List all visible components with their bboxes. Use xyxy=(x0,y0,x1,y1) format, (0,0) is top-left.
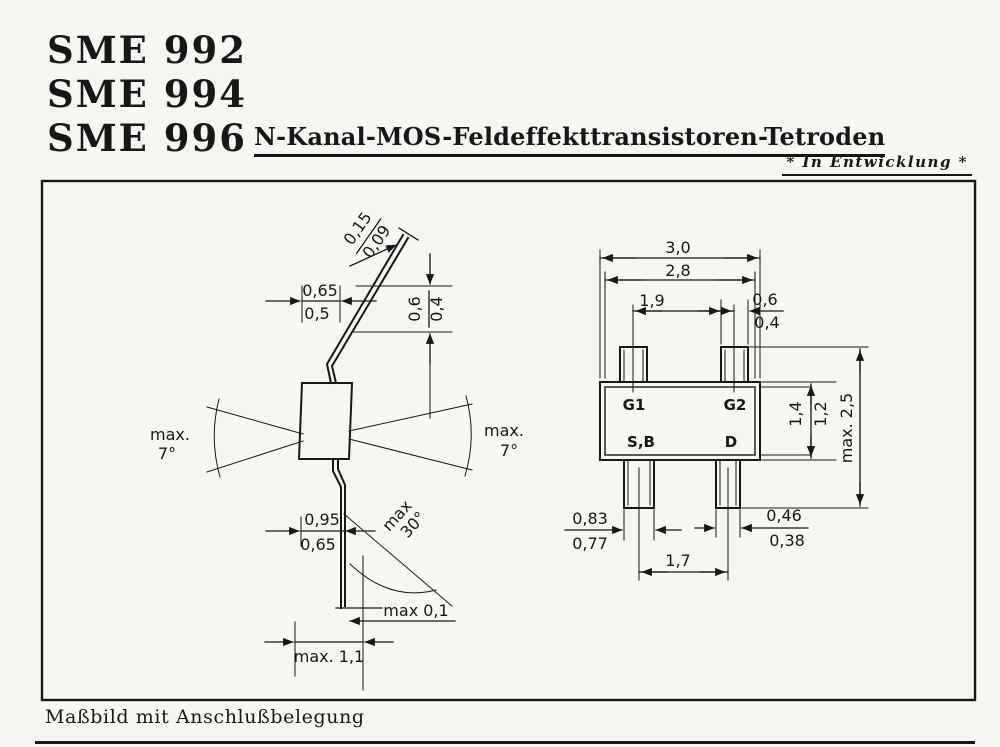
dim-bottom-pitch-lines xyxy=(638,467,729,581)
page-title: N-Kanal-MOS-Feldeffekttransistoren-Tetro… xyxy=(254,122,886,157)
drawing-frame xyxy=(40,179,977,702)
angle-left-label-2: 7° xyxy=(158,444,176,463)
dim-bottom-lead-left-lower-label: 0,77 xyxy=(572,534,608,553)
dim-foot-lines xyxy=(265,516,376,547)
angle-left-lines xyxy=(206,398,304,478)
status-note: * In Entwicklung * xyxy=(782,153,972,176)
dim-standoff-label: max 0,1 xyxy=(383,601,448,620)
model-list: SME 992 SME 994 SME 996 xyxy=(47,28,247,160)
dim-total-thickness-lines xyxy=(264,555,394,691)
dim-foot-upper-label: 0,95 xyxy=(304,510,340,529)
dim-lead-thickness-lines xyxy=(351,253,453,419)
pin-label-g1: G1 xyxy=(623,396,646,414)
dim-foot-lower-label: 0,65 xyxy=(300,535,336,554)
dim-top-lead-width-upper-label: 0,6 xyxy=(752,290,777,309)
dim-lead-thickness-upper-label: 0,6 xyxy=(405,296,424,321)
dim-lead-width-upper-label: 0,65 xyxy=(302,281,338,300)
dim-lead-width-lines xyxy=(265,285,377,323)
dim-body-width-outer-label: 3,0 xyxy=(665,238,690,257)
figure-caption: Maßbild mit Anschlußbelegung xyxy=(45,706,365,728)
model-sme-994: SME 994 xyxy=(47,72,247,116)
drawing-labels: 0,15 0,09 0,65 0,5 0,6 0,4 max. 7° max. … xyxy=(150,208,856,666)
dim-top-pitch-lines xyxy=(632,304,735,393)
dim-bottom-lead-right-lower-label: 0,38 xyxy=(769,531,805,550)
dim-body-depth-inner-label: 1,2 xyxy=(811,401,830,426)
bottom-rule xyxy=(35,741,975,744)
angle-right-lines xyxy=(348,395,473,477)
top-view-outline xyxy=(599,346,761,509)
dim-body-depth-outer-label: 1,4 xyxy=(786,401,805,426)
dim-body-width-inner-label: 2,8 xyxy=(665,261,690,280)
dim-lead-width-lower-label: 0,5 xyxy=(304,304,329,323)
dim-bottom-lead-right-upper-label: 0,46 xyxy=(766,506,802,525)
pin-label-sb: S,B xyxy=(627,433,655,451)
dim-bottom-lead-left-upper-label: 0,83 xyxy=(572,509,608,528)
drawing-lines xyxy=(40,179,977,702)
dim-bottom-lead-right-lines xyxy=(694,509,809,538)
dim-lead-tip-lines xyxy=(349,218,419,267)
dim-top-lead-width-lower-label: 0,4 xyxy=(754,313,779,332)
dim-body-width-inner-lines xyxy=(604,271,756,379)
dim-standoff-lines xyxy=(335,607,456,626)
angle-foot-lines xyxy=(343,513,453,607)
angle-left-label-1: max. xyxy=(150,425,190,444)
pin-label-g2: G2 xyxy=(724,396,747,414)
dim-total-thickness-label: max. 1,1 xyxy=(294,647,364,666)
dim-overall-depth-lines xyxy=(741,346,869,509)
dim-bottom-pitch-label: 1,7 xyxy=(665,551,690,570)
dim-bottom-lead-left-lines xyxy=(564,509,682,541)
dim-overall-depth-label: max. 2,5 xyxy=(837,393,856,463)
dim-body-depth-lines xyxy=(759,381,837,461)
dim-body-width-outer-lines xyxy=(599,249,761,379)
pin-label-d: D xyxy=(725,433,737,451)
model-sme-996: SME 996 xyxy=(47,116,247,160)
lead-inner-edges xyxy=(623,349,745,506)
angle-right-label-2: 7° xyxy=(500,441,518,460)
dim-lead-thickness-lower-label: 0,4 xyxy=(427,296,446,321)
dim-top-lead-width-lines xyxy=(697,299,784,345)
side-view-outline xyxy=(297,233,410,609)
model-sme-992: SME 992 xyxy=(47,28,247,72)
dim-top-pitch-label: 1,9 xyxy=(639,291,664,310)
angle-right-label-1: max. xyxy=(484,421,524,440)
